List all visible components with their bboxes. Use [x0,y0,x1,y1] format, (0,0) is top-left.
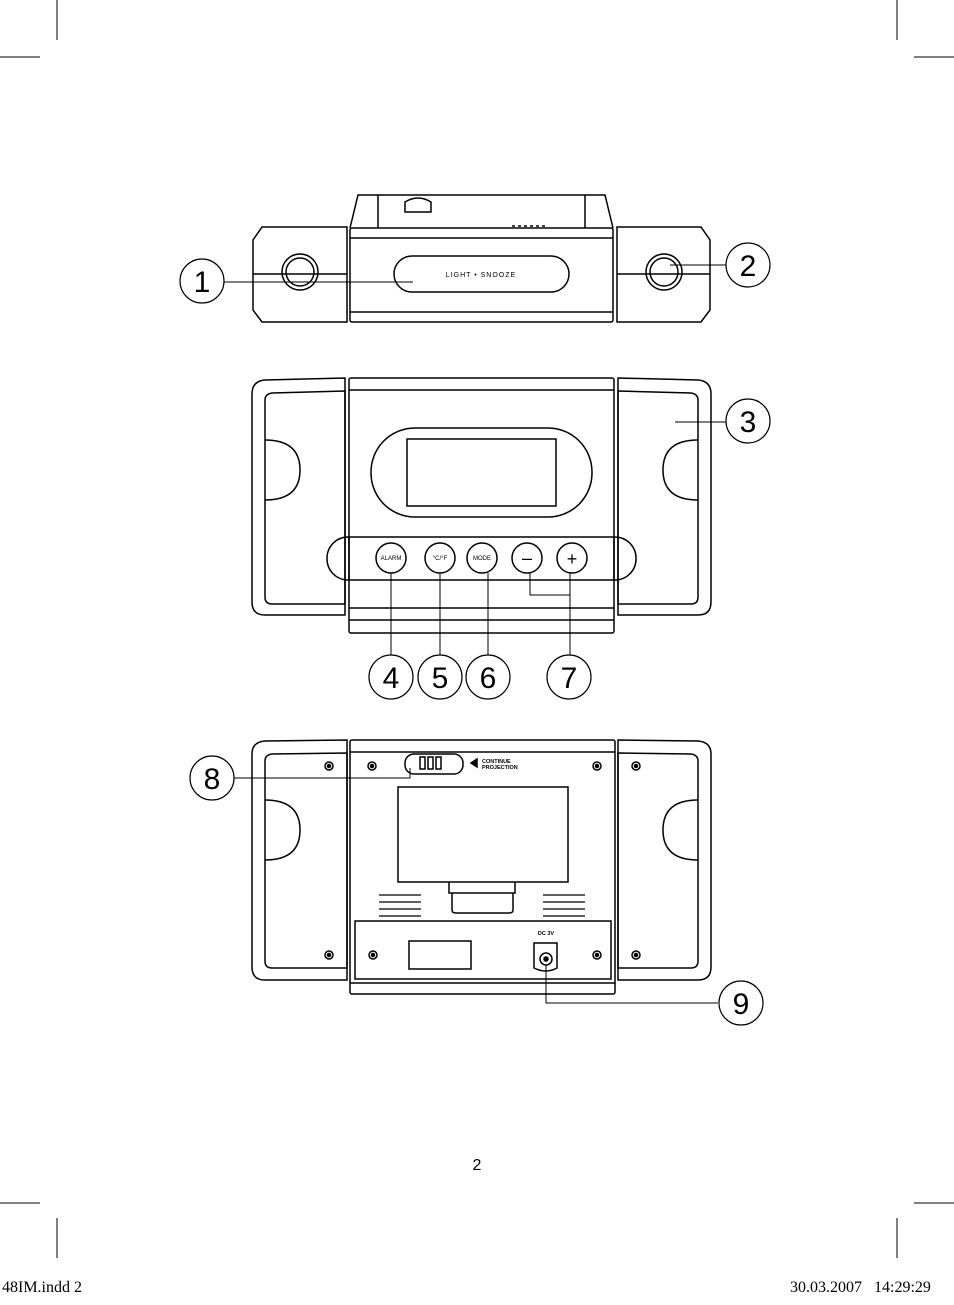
crop-marks [0,0,954,1258]
button-strip [326,536,637,581]
left-speaker-top [252,226,348,323]
callout-6: 6 [480,662,497,695]
label-plate [408,940,472,970]
left-speaker [281,253,319,291]
projector-lens-slot [404,197,432,213]
callout-1: 1 [194,266,211,299]
callout-leaders [224,264,727,1004]
footer-timestamp: 30.03.2007 14:29:29 [790,1279,931,1296]
callout-3: 3 [740,406,757,439]
footer-filename: 48IM.indd 2 [2,1279,82,1296]
mode-label: MODE [473,556,491,562]
right-grip [662,439,699,501]
plus-label: + [567,549,578,569]
callout-circles [179,242,771,1026]
callout-7: 7 [561,662,578,695]
top-view [252,194,711,323]
minus-button[interactable] [511,542,543,574]
right-speaker [645,253,683,291]
temp-unit-label: °C/°F [433,556,448,562]
minus-label: – [522,548,532,568]
left-grip [264,439,301,501]
callout-2: 2 [740,250,757,283]
projection-switch[interactable] [404,753,464,775]
front-view [251,377,712,634]
continue-label: CONTINUE [482,759,511,765]
dc-jack-housing [533,942,558,972]
battery-cover [397,786,569,883]
mode-button[interactable] [466,542,498,574]
callout-9: 9 [733,988,750,1021]
display-bezel [370,427,593,518]
projection-label: PROJECTION [482,765,518,771]
back-view [251,739,712,995]
callout-5: 5 [432,662,449,695]
dc-voltage-label: DC 3V [538,931,555,937]
page-number: 2 [472,1157,482,1174]
lcd-display [406,438,557,507]
plus-button[interactable] [556,542,588,574]
right-speaker-top [616,226,711,323]
light-snooze-button [393,255,570,293]
alarm-label: ALARM [381,556,402,562]
light-snooze-label: LIGHT • SNOOZE [446,272,516,279]
callout-8: 8 [204,763,221,796]
callout-4: 4 [383,662,400,695]
